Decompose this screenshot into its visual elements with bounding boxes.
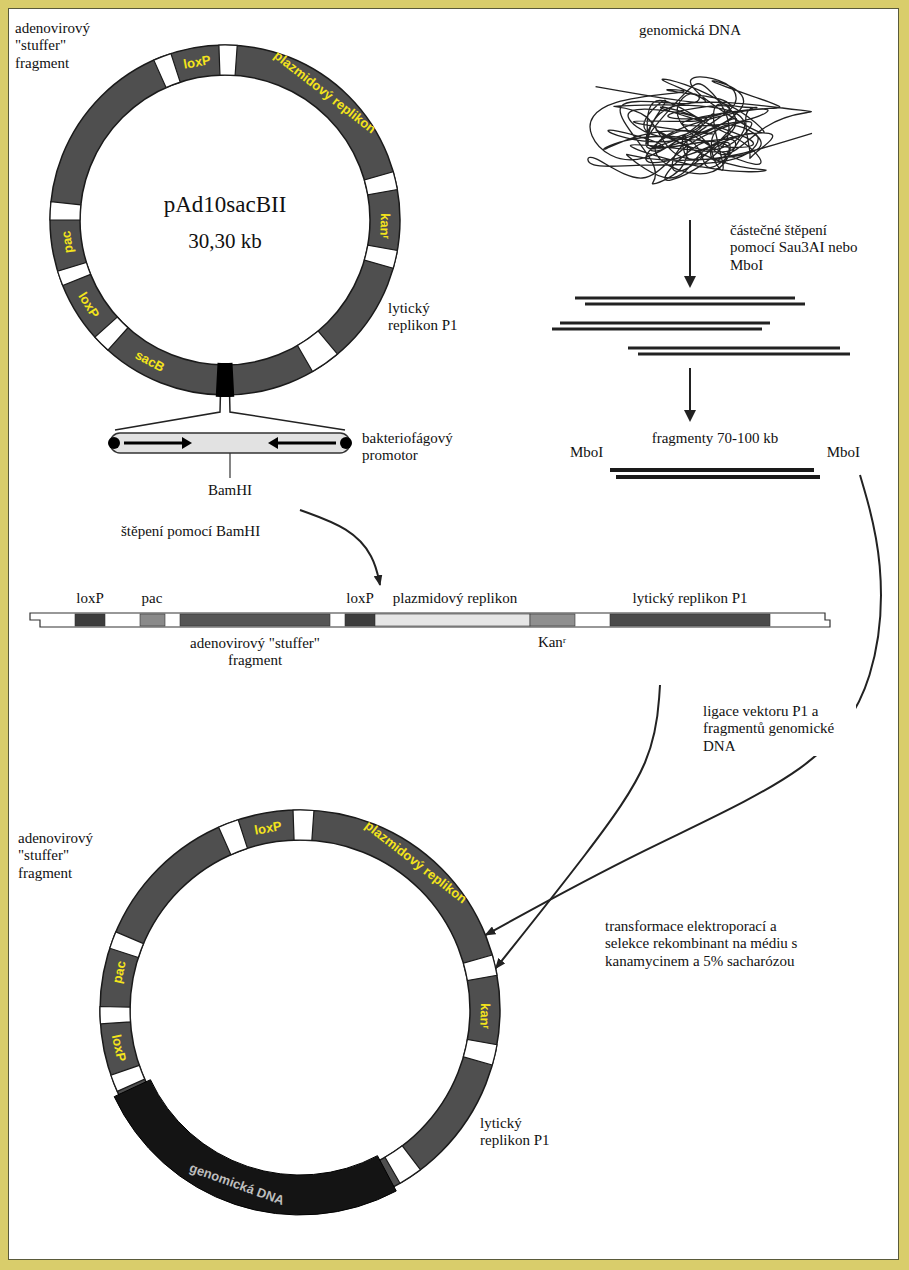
segment-label: Kanʳ bbox=[538, 634, 566, 651]
segment-label: adenovirový "stuffer" fragment bbox=[15, 20, 115, 72]
vector-segment bbox=[75, 614, 105, 626]
fragment-strand bbox=[610, 468, 814, 472]
edge-label: štěpení pomocí BamHI bbox=[118, 522, 263, 541]
node-graphic bbox=[100, 810, 500, 1210]
vector-segment bbox=[180, 614, 330, 626]
ring-gap bbox=[100, 1007, 130, 1024]
ring-gap bbox=[110, 932, 144, 958]
ring-gap bbox=[364, 172, 397, 195]
segment-label: adenovirový "stuffer" fragment bbox=[18, 830, 113, 882]
insert-bar bbox=[110, 433, 350, 453]
segment-label: adenovirový "stuffer" fragment bbox=[190, 635, 320, 670]
vector-segment bbox=[140, 614, 165, 626]
ring-body bbox=[50, 45, 400, 395]
segment-label: loxP bbox=[346, 590, 374, 607]
segment-label: lytický replikon P1 bbox=[480, 1115, 575, 1150]
segment-label: plazmidový replikon bbox=[393, 590, 518, 607]
node-graphic bbox=[520, 18, 860, 213]
recombinant-plasmid: adenovirový "stuffer" fragmentloxPplazmi… bbox=[100, 810, 500, 1210]
vector-segment bbox=[530, 614, 575, 626]
ring-gap bbox=[293, 810, 314, 840]
segment-label: lytický replikon P1 bbox=[388, 300, 478, 335]
size-select-arrow bbox=[684, 368, 696, 422]
ring-gap bbox=[463, 955, 497, 981]
ring-gap bbox=[154, 54, 180, 88]
end-label: MboI bbox=[570, 444, 603, 461]
promoter-label: bakteriofágový promotor bbox=[362, 430, 477, 465]
ring-gap bbox=[58, 262, 91, 285]
cloning-site-detail: bakteriofágový promotorBamHI bbox=[100, 430, 480, 510]
digest-arrow bbox=[300, 510, 380, 585]
genomic-dna: genomická DNA bbox=[520, 18, 860, 213]
site-label: BamHI bbox=[208, 482, 252, 499]
dna-heading: genomická DNA bbox=[639, 22, 741, 39]
ring-gap bbox=[463, 1040, 497, 1066]
fragment-strands bbox=[552, 298, 850, 354]
zoom-lines bbox=[115, 395, 345, 430]
vector-end bbox=[108, 437, 120, 449]
cloning-site-mark bbox=[216, 363, 235, 397]
vector-outline bbox=[30, 613, 830, 627]
promoter-arrow bbox=[268, 437, 336, 449]
plasmid-name: pAd10sacBII bbox=[164, 192, 287, 218]
insert-band bbox=[114, 1080, 396, 1215]
segment-label: pac bbox=[59, 230, 75, 254]
vector-segment bbox=[375, 614, 530, 626]
ring-gap bbox=[95, 317, 128, 350]
plasmid-size: 30,30 kb bbox=[188, 229, 262, 253]
ring-graphic bbox=[50, 45, 400, 397]
ring-gap bbox=[219, 820, 248, 855]
step-note: transformace elektroporací a selekce rek… bbox=[605, 918, 805, 970]
segment-label: kanʳ bbox=[478, 1003, 492, 1029]
segment-label: loxP bbox=[76, 590, 104, 607]
segment-label: pac bbox=[142, 590, 163, 607]
end-label: MboI bbox=[827, 444, 860, 461]
edge-label: ligace vektoru P1 a fragmentů genomické … bbox=[700, 702, 856, 756]
ring-gap bbox=[364, 245, 397, 268]
node-graphic bbox=[50, 45, 400, 395]
linear-vector: loxP pac adenovirový "stuffer" fragment lox… bbox=[30, 585, 830, 685]
vector-end bbox=[340, 437, 352, 449]
segment-label: lytický replikon P1 bbox=[633, 590, 748, 607]
ring-gap bbox=[219, 45, 237, 75]
fragment-strand bbox=[616, 475, 820, 479]
segment-label: kanʳ bbox=[378, 213, 392, 239]
ring-gap bbox=[50, 202, 81, 220]
ring-gap bbox=[298, 331, 338, 371]
site-tick bbox=[229, 453, 230, 478]
promoter-arrow bbox=[124, 437, 192, 449]
segment-label: plazmidový replikon bbox=[272, 48, 378, 135]
ring-graphic bbox=[100, 810, 500, 1215]
dna-fragment: MboI fragmenty 70-100 kb MboI bbox=[570, 430, 860, 492]
fragment-label: fragmenty 70-100 kb bbox=[652, 430, 779, 447]
step-note: částečné štěpení pomocí Sau3AI nebo MboI bbox=[730, 222, 870, 274]
ligation-arrow bbox=[485, 475, 880, 935]
ring-gap bbox=[385, 1146, 420, 1183]
vector-segment bbox=[345, 614, 375, 626]
digest-arrow bbox=[684, 220, 696, 288]
segment-label: plazmidový replikon bbox=[362, 818, 468, 905]
vector-segment bbox=[610, 614, 770, 626]
plasmid-map: pAd10sacBII30,30 kbloxPplazmidový replik… bbox=[50, 45, 400, 395]
dna-tangle bbox=[588, 77, 812, 184]
